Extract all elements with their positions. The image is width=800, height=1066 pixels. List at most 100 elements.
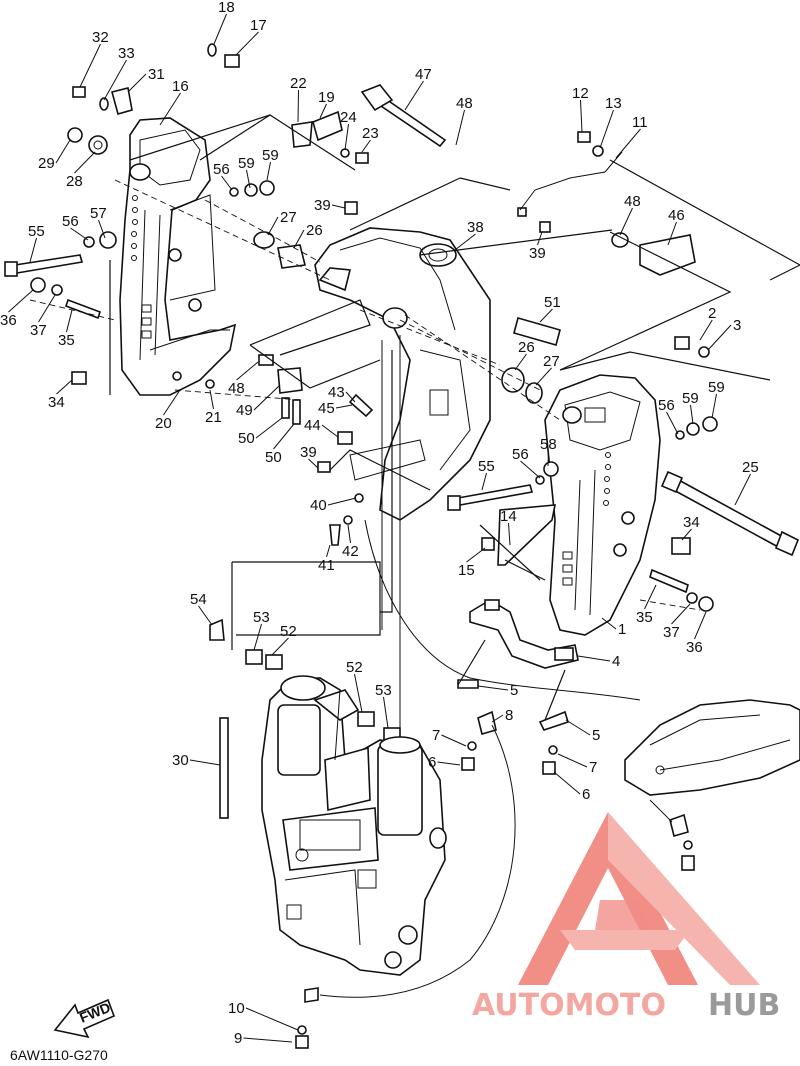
watermark-text-hub: HUB [708,988,780,1023]
leader-line-21 [209,389,214,410]
leader-line-54 [198,605,213,626]
leader-line-59 [266,161,271,181]
callout-42: 42 [342,543,359,560]
tilt-tube [660,470,800,557]
callout-13: 13 [605,95,622,112]
assembly-dash-lines [29,179,701,611]
leader-line-25 [734,473,751,506]
diagram-code: 6AW1110-G270 [10,1047,108,1063]
callout-48: 48 [456,95,473,112]
callout-56: 56 [658,397,675,414]
callout-3: 3 [733,317,741,334]
leader-line-30 [189,759,221,766]
watermark-logo [518,812,760,985]
leader-line-3 [707,324,732,351]
leader-line-27 [535,367,552,386]
leader-line-48 [455,109,465,146]
leader-line-2 [699,319,713,341]
callout-24: 24 [340,109,357,126]
callout-6: 6 [582,786,590,803]
callout-39: 39 [300,444,317,461]
callout-58: 58 [540,436,557,453]
callout-25: 25 [742,459,759,476]
callout-53: 53 [253,609,270,626]
leader-line-35 [66,309,73,333]
callout-23: 23 [362,125,379,142]
callout-48: 48 [228,380,245,397]
leader-line-45 [335,404,353,409]
stud-bolt-35-left [64,298,102,320]
leader-line-56 [520,460,541,479]
fwd-arrow: FWD [53,998,116,1039]
bolt-55-left [4,254,84,277]
callout-55: 55 [28,223,45,240]
callout-35: 35 [636,609,653,626]
callout-6: 6 [428,754,436,771]
callout-47: 47 [415,66,432,83]
callout-11: 11 [632,114,648,131]
callout-12: 12 [572,85,589,102]
callout-37: 37 [663,624,680,641]
callout-2: 2 [708,305,716,322]
callout-44: 44 [304,417,321,434]
callout-16: 16 [172,78,189,95]
leader-line-10 [245,1007,299,1031]
leader-line-26 [514,353,527,371]
callout-41: 41 [318,557,335,574]
callout-43: 43 [328,384,345,401]
clamp-bracket-right [544,374,661,636]
callout-29: 29 [38,155,55,172]
leader-line-33 [103,59,127,101]
leader-line-51 [539,308,553,323]
callout-5: 5 [592,727,600,744]
leader-line-34 [681,528,692,541]
leader-line-49 [253,384,281,411]
leader-line-57 [98,219,106,239]
callout-9: 9 [234,1030,242,1047]
callout-59: 59 [262,147,279,164]
leader-line-56 [70,227,89,241]
callout-38: 38 [467,219,484,236]
leader-line-24 [344,123,349,151]
callout-54: 54 [190,591,207,608]
leader-line-56 [221,175,233,191]
leader-line-17 [235,31,259,56]
callout-32: 32 [92,29,109,46]
leader-line-6 [437,761,461,766]
cable-lines [319,151,673,998]
leader-line-59 [711,393,717,419]
callout-37: 37 [30,322,47,339]
leader-line-58 [547,450,549,467]
callout-10: 10 [228,1000,245,1017]
leader-line-7 [557,753,588,768]
callout-36: 36 [0,312,17,329]
callout-46: 46 [668,207,685,224]
leader-line-1 [601,617,617,630]
leader-line-50 [255,417,283,439]
leader-line-53 [383,696,389,729]
leader-line-11 [615,128,641,159]
leader-line-5 [565,719,591,736]
leader-line-39 [308,458,319,469]
leader-line-27 [267,216,279,236]
callout-51: 51 [544,294,561,311]
tilt-shaft [360,84,447,148]
leader-line-32 [79,43,101,88]
leader-line-59 [690,404,694,425]
leader-line-37 [671,603,691,625]
leader-line-36 [694,611,707,640]
callout-45: 45 [318,400,335,417]
leader-line-16 [159,92,181,126]
callout-34: 34 [48,394,65,411]
leader-line-55 [29,237,37,263]
leader-line-59 [246,169,251,189]
leader-line-48 [236,361,259,381]
callout-28: 28 [66,173,83,190]
leader-line-37 [38,294,56,323]
leader-line-55 [481,472,487,491]
callout-17: 17 [250,17,267,34]
callout-30: 30 [172,752,189,769]
callout-27: 27 [543,353,560,370]
callout-26: 26 [518,339,535,356]
